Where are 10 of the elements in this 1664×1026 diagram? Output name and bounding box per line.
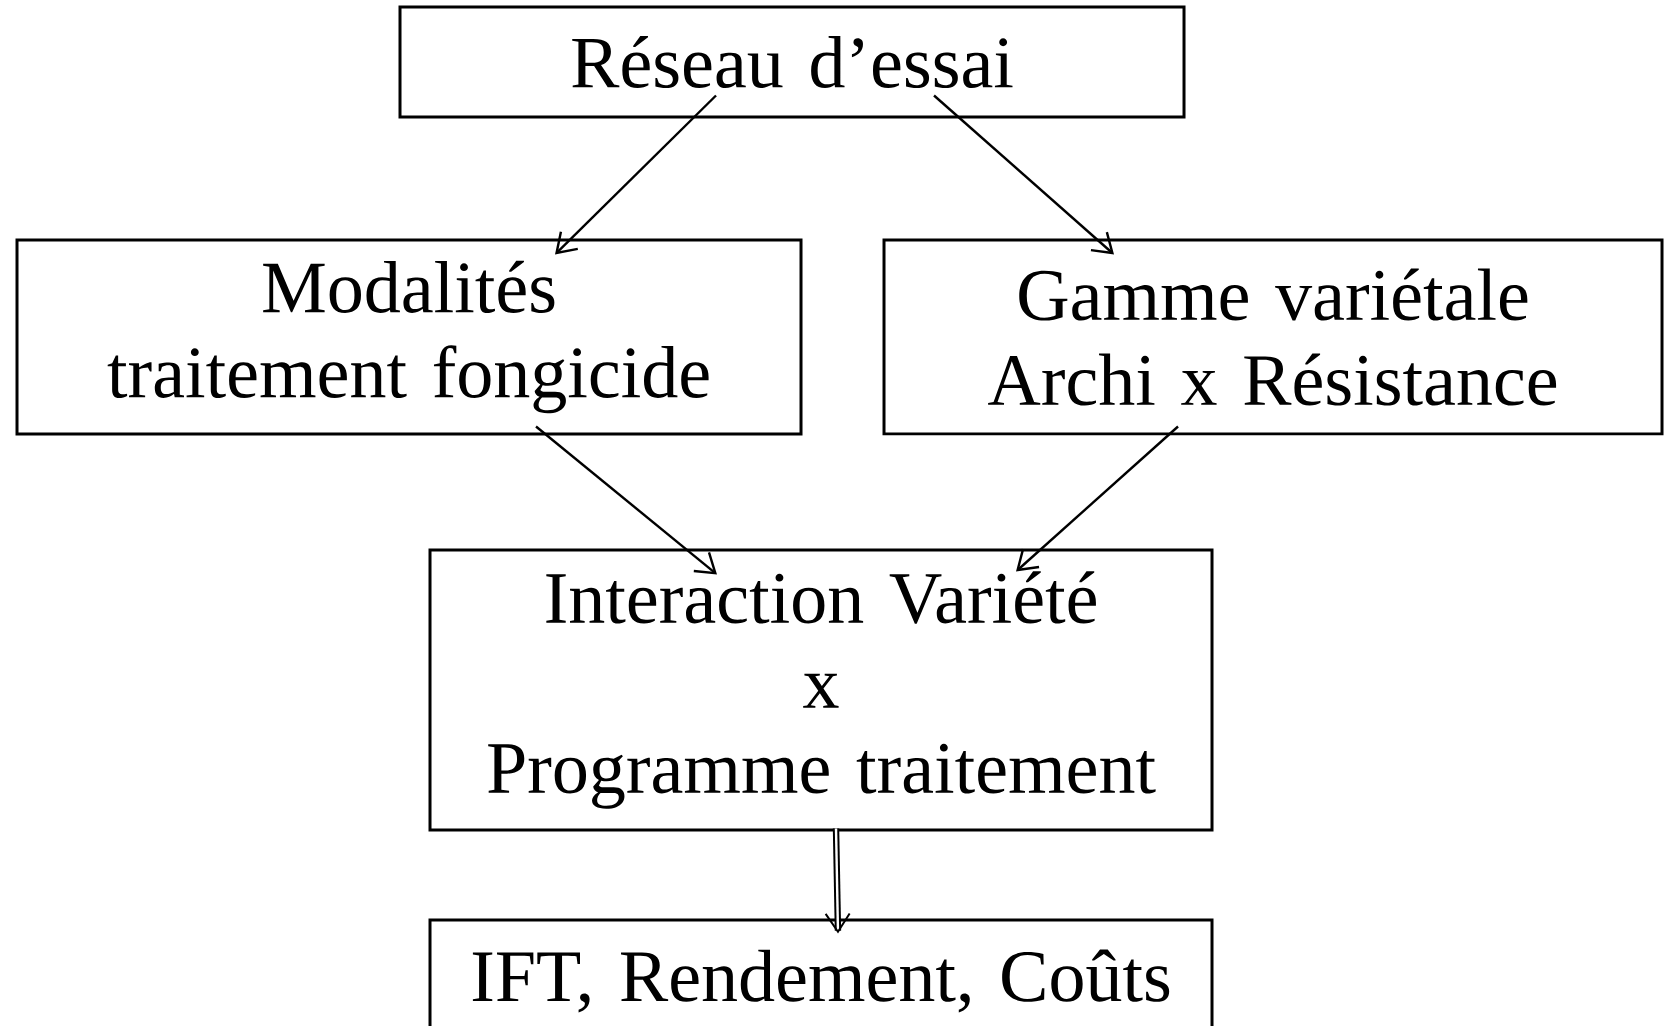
text-box: Modalités traitement fongicide	[15, 238, 803, 436]
text-box: IFT, Rendement, Coûts	[428, 918, 1214, 1026]
arrow	[535, 425, 717, 575]
text-box: Interaction Variété x Programme traitement	[428, 548, 1214, 832]
text-box: Gamme variétale Archi x Résistance	[882, 238, 1664, 436]
arrow	[1016, 425, 1179, 572]
arrow	[824, 828, 851, 934]
arrow	[933, 94, 1114, 255]
arrow	[555, 94, 717, 255]
text-box: Réseau d’essai	[398, 5, 1186, 119]
